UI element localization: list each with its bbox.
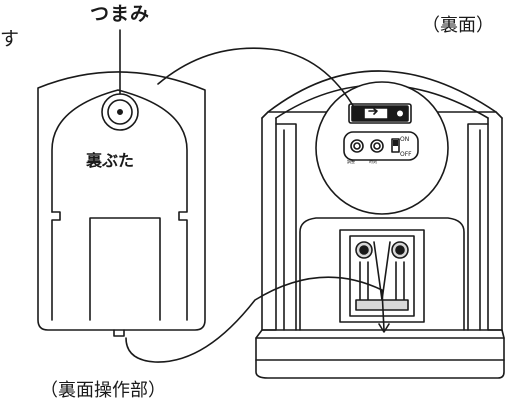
back-cover-inner-arch <box>51 89 188 321</box>
cropped-text-fragment: す <box>0 28 20 50</box>
switch-on-label: ON <box>400 136 410 143</box>
clock-base <box>255 329 505 379</box>
knob[interactable] <box>101 93 139 131</box>
button-a-label: 調整 <box>347 159 355 164</box>
button-b-label: 時刻 <box>369 159 377 164</box>
connector-arrow-head <box>378 323 390 333</box>
switch-off-label: OFF <box>400 151 412 158</box>
back-cover-label: 裏ぶた <box>86 151 135 170</box>
adjust-button-b[interactable] <box>370 139 384 153</box>
connector-curve-lower <box>125 276 385 363</box>
on-off-switch[interactable] <box>391 138 400 153</box>
knob-label: つまみ <box>90 3 151 25</box>
back-cover-lower-recess <box>89 217 161 321</box>
back-cover-foot <box>113 329 125 337</box>
connector-arrow-head-top <box>353 109 364 120</box>
rear-controls-caption: （裏面操作部） <box>40 380 166 401</box>
back-cover-outer <box>37 71 206 331</box>
back-side-title: （裏面） <box>422 15 494 36</box>
adjust-button-a[interactable] <box>350 139 364 153</box>
pendulum-decoration-right <box>391 241 409 301</box>
connector-curve-upper <box>157 47 361 119</box>
battery-compartment[interactable] <box>348 103 412 124</box>
clock-left-pillar <box>261 117 297 331</box>
rear-control-panel <box>343 131 419 161</box>
clock-inner-arch <box>299 217 465 331</box>
clock-right-pillar <box>467 117 503 331</box>
